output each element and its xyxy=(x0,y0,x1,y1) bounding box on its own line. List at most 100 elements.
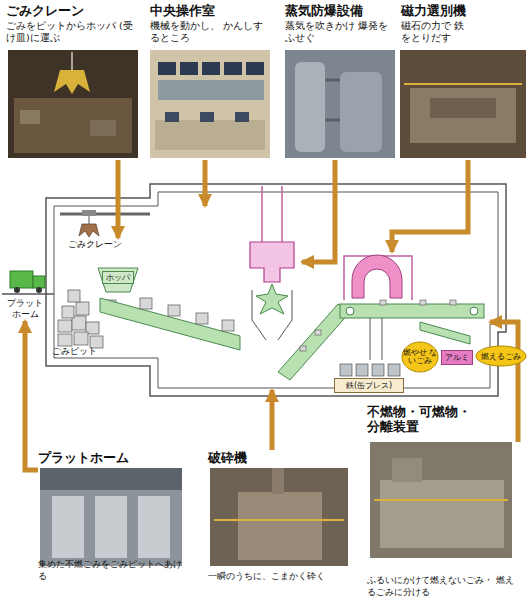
garbage xyxy=(420,300,426,305)
photo-frame xyxy=(210,468,348,566)
railing xyxy=(214,519,344,521)
photo-frame xyxy=(370,442,512,558)
node-description: 一瞬のうちに、こまかく砕く xyxy=(208,570,350,582)
pit-floor xyxy=(14,98,132,153)
output-box: 鉄(缶プレス) xyxy=(334,378,404,393)
leader-arrow xyxy=(302,160,335,262)
leader-arrow xyxy=(490,322,518,442)
node-heading: 中央操作室 xyxy=(150,3,272,18)
monitor xyxy=(180,62,198,75)
garbage xyxy=(20,110,40,124)
truck-cab xyxy=(33,276,45,288)
node-heading: 不燃物・可燃物・ 分離装置 xyxy=(367,404,485,434)
conveyor xyxy=(100,298,240,350)
crusher-rotor xyxy=(256,284,288,314)
node-description: 機械を動かし、 かんしするところ xyxy=(150,20,272,44)
photo-crusher xyxy=(210,468,348,566)
photo-frame xyxy=(285,50,395,158)
photo-panel: 不燃物・可燃物・ 分離装置ふるいにかけて燃えないごみ・ 燃えるごみに分ける xyxy=(367,404,517,598)
conveyor xyxy=(420,322,470,344)
ellipse-shape xyxy=(402,342,438,372)
tank xyxy=(340,72,382,152)
garbage xyxy=(196,313,208,324)
pipe xyxy=(325,79,340,82)
leader-arrows xyxy=(205,160,518,450)
photo-panel: ごみクレーンごみをピットからホッパ (受け皿)に運ぶ xyxy=(6,3,140,160)
magnet-frame xyxy=(344,256,412,300)
conveyor xyxy=(340,304,484,318)
pressed-can xyxy=(372,364,384,376)
node-heading: 磁力選別機 xyxy=(401,3,526,18)
monitor xyxy=(202,62,220,75)
crane-rail xyxy=(60,213,150,216)
pressed-can xyxy=(388,364,400,376)
ceiling xyxy=(40,468,182,490)
node-description: 蒸気を吹きかけ 爆発をふせぐ xyxy=(285,20,397,44)
output-circle: 燃やせ ないごみ xyxy=(401,341,439,373)
output-box: アルミ xyxy=(441,350,473,365)
door xyxy=(95,496,127,558)
garbage xyxy=(168,305,180,316)
crane-trolley xyxy=(82,210,96,216)
pipe xyxy=(325,119,340,122)
photo-panel: プラットホーム集めた不燃ごみをごみピットへあける xyxy=(38,450,186,582)
pressed-can xyxy=(340,364,352,376)
garbage xyxy=(58,334,72,346)
photo-panel: 破砕機一瞬のうちに、こまかく砕く xyxy=(208,450,350,582)
leader-arrow xyxy=(392,160,468,252)
node-heading: ごみクレーン xyxy=(6,3,140,18)
floor-line xyxy=(2,293,54,295)
photo-frame xyxy=(40,468,182,566)
monitor xyxy=(224,62,242,75)
roller xyxy=(470,307,478,315)
output-oval: 燃えるごみ xyxy=(475,345,527,367)
photo-panel: 蒸気防爆設備蒸気を吹きかけ 爆発をふせぐ xyxy=(285,3,397,160)
node-heading: 破砕機 xyxy=(208,450,350,465)
monitor xyxy=(246,62,264,75)
leader-arrow xyxy=(270,390,275,450)
node-heading: ごみクレーン xyxy=(68,239,122,250)
door xyxy=(138,496,170,558)
photo-crane xyxy=(8,50,138,158)
railing xyxy=(404,83,522,85)
photo-steam xyxy=(285,50,395,158)
hood xyxy=(392,458,422,482)
garbage xyxy=(380,300,386,305)
photo-frame xyxy=(150,50,270,158)
steam-pipe xyxy=(262,186,282,242)
panel-wall xyxy=(158,80,264,100)
garbage xyxy=(450,300,456,305)
monitor xyxy=(158,62,176,75)
flow-arrow xyxy=(116,160,121,238)
wheel xyxy=(14,287,20,293)
garbage xyxy=(140,298,152,309)
building-inner-wall xyxy=(54,192,498,388)
ellipse-shape xyxy=(476,346,526,366)
node-heading: ホッパ xyxy=(106,273,130,282)
node-heading: 蒸気防爆設備 xyxy=(285,3,397,18)
steam-device xyxy=(250,242,294,282)
garbage xyxy=(222,320,234,331)
chute xyxy=(370,318,382,360)
can-press xyxy=(340,364,400,376)
garbage xyxy=(58,320,72,332)
part-label: ごみクレーン xyxy=(58,238,132,251)
garbage xyxy=(90,120,116,136)
truck-body xyxy=(10,271,33,288)
garbage xyxy=(76,302,89,315)
door xyxy=(52,496,84,558)
photo-frame xyxy=(400,50,526,158)
part-label: ごみピット xyxy=(52,346,97,357)
pressed-can xyxy=(356,364,368,376)
garbage xyxy=(300,346,306,351)
hopper-box: ホッパ xyxy=(102,271,134,284)
photo-platform xyxy=(40,468,182,566)
part-label: プラット ホーム xyxy=(3,297,47,321)
node-description: 磁石の力で 鉄をとりだす xyxy=(401,20,473,44)
node-heading: プラットホーム xyxy=(38,450,186,465)
flow-arrow xyxy=(25,321,38,470)
node-heading: 燃やせ ないごみ xyxy=(401,349,439,366)
photo-panel: 磁力選別機磁石の力で 鉄をとりだす xyxy=(401,3,526,160)
